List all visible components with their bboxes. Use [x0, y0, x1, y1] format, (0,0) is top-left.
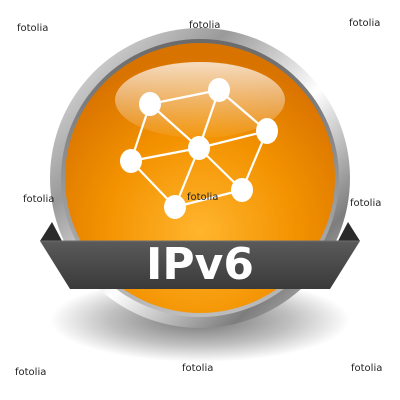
network-node — [208, 78, 230, 102]
badge-label: IPv6 — [146, 239, 254, 290]
network-nodes-icon — [120, 78, 278, 219]
network-node — [164, 195, 186, 219]
watermark-text: fotolia — [187, 192, 219, 203]
network-node — [139, 92, 161, 116]
watermark-text: fotolia — [189, 20, 221, 31]
ribbon-banner — [40, 241, 360, 289]
network-node — [188, 136, 210, 160]
watermark-text: fotolia — [351, 363, 383, 374]
network-node-set — [120, 78, 278, 219]
badge-gloss — [115, 62, 285, 138]
network-node — [231, 178, 253, 202]
watermark-text: fotolia — [17, 23, 49, 34]
watermark-text: fotolia — [23, 194, 55, 205]
network-node — [256, 118, 278, 144]
watermark-text: fotolia — [182, 363, 214, 374]
network-node — [120, 149, 142, 173]
ribbon-left-fold — [40, 222, 62, 241]
watermark-text: fotolia — [15, 367, 47, 378]
ribbon-right-fold — [338, 222, 360, 241]
watermark-text: fotolia — [350, 198, 382, 209]
watermark-text: fotolia — [349, 18, 381, 29]
